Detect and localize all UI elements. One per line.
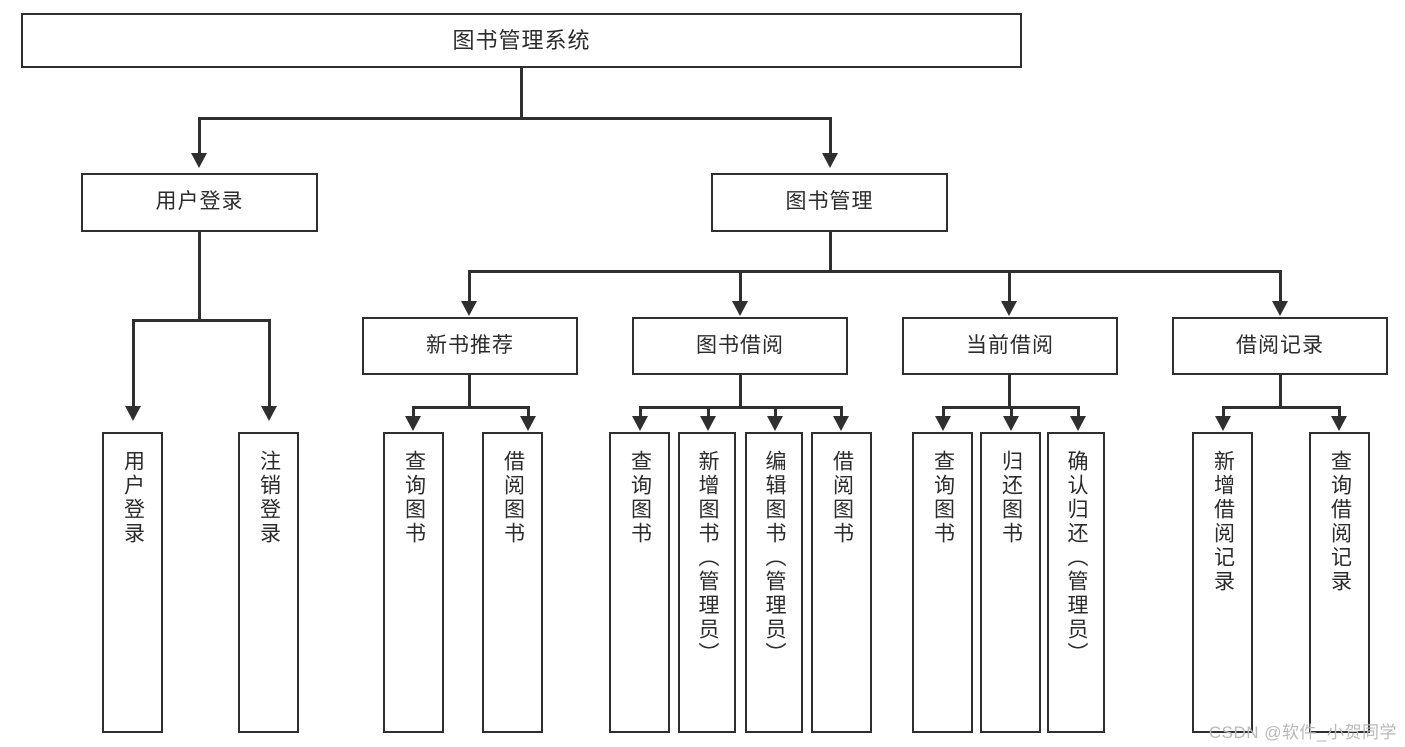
connector-br-to-leaf-1 (1222, 406, 1225, 416)
connector-bm-to-new-book (468, 270, 471, 301)
connector-br-to-leaf-2 (1338, 406, 1341, 416)
arrow-bb-to-leaf-3 (767, 416, 783, 431)
node-label: 注销登录 (257, 450, 281, 546)
node-label: 新书推荐 (426, 333, 514, 357)
leaf-current-borrow-query-book[interactable]: 查询图书 (912, 432, 973, 733)
arrow-new-book-to-leaf-2 (520, 416, 536, 431)
connector-book-borrow-bus (639, 406, 842, 409)
arrow-user-login-to-leaf-2 (261, 406, 277, 421)
arrow-cb-to-leaf-2 (1003, 416, 1019, 431)
node-label: 查询图书 (931, 450, 955, 546)
leaf-new-book-query-book[interactable]: 查询图书 (383, 432, 444, 733)
connector-user-login-to-leaf-2 (268, 319, 271, 406)
node-label: 借阅图书 (830, 450, 854, 546)
connector-book-borrow-stem (739, 375, 742, 408)
arrow-new-book-to-leaf-1 (405, 416, 421, 431)
node-label: 借阅记录 (1236, 333, 1324, 357)
node-borrow-record[interactable]: 借阅记录 (1172, 317, 1388, 375)
arrow-br-to-leaf-1 (1215, 416, 1231, 431)
arrow-bb-to-leaf-4 (833, 416, 849, 431)
connector-new-book-to-leaf-2 (527, 406, 530, 416)
connector-cb-to-leaf-1 (942, 406, 945, 416)
arrow-bm-to-new-book (461, 301, 477, 316)
node-label: 编辑图书（管理员） (763, 450, 787, 666)
connector-bb-to-leaf-3 (774, 406, 777, 416)
arrow-br-to-leaf-2 (1331, 416, 1347, 431)
leaf-new-book-borrow-book[interactable]: 借阅图书 (482, 432, 543, 733)
node-root-book-management-system[interactable]: 图书管理系统 (21, 13, 1022, 68)
connector-borrow-record-bus (1222, 406, 1341, 409)
leaf-book-borrow-query-book[interactable]: 查询图书 (609, 432, 670, 733)
connector-cb-to-leaf-2 (1010, 406, 1013, 416)
arrow-root-to-user-login (191, 153, 207, 168)
connector-root-stem (520, 68, 523, 117)
watermark: CSDN @软件_小贺同学 (1208, 723, 1397, 742)
connector-user-login-bus (132, 319, 271, 322)
connector-bb-to-leaf-1 (639, 406, 642, 416)
node-book-borrow[interactable]: 图书借阅 (632, 317, 848, 375)
node-label: 新增图书（管理员） (696, 450, 720, 666)
connector-root-to-user-login (198, 117, 201, 153)
leaf-book-borrow-add-book-admin[interactable]: 新增图书（管理员） (678, 432, 736, 733)
node-label: 查询图书 (402, 450, 426, 546)
connector-current-borrow-stem (1008, 375, 1011, 408)
node-label: 用户登录 (155, 190, 244, 214)
node-new-book-recommend[interactable]: 新书推荐 (362, 317, 578, 375)
connector-bm-to-current-borrow (1008, 270, 1011, 301)
connector-book-management-bus (468, 270, 1282, 273)
arrow-bm-to-book-borrow (732, 301, 748, 316)
connector-bb-to-leaf-4 (840, 406, 843, 416)
arrow-cb-to-leaf-1 (935, 416, 951, 431)
connector-root-to-book-management (829, 117, 832, 153)
node-label: 图书管理系统 (452, 27, 591, 53)
node-label: 当前借阅 (966, 333, 1054, 357)
node-label: 确认归还（管理员） (1065, 450, 1089, 666)
leaf-user-login-login[interactable]: 用户登录 (102, 432, 163, 733)
leaf-borrow-record-add-record[interactable]: 新增借阅记录 (1192, 432, 1253, 733)
node-label: 图书管理 (785, 190, 874, 214)
connector-root-bus (198, 117, 832, 120)
node-label: 用户登录 (121, 450, 145, 546)
leaf-book-borrow-borrow-book[interactable]: 借阅图书 (811, 432, 872, 733)
connector-user-login-stem (198, 232, 201, 321)
connector-user-login-to-leaf-1 (132, 319, 135, 406)
node-label: 新增借阅记录 (1211, 450, 1235, 594)
arrow-bm-to-current-borrow (1001, 301, 1017, 316)
arrow-bm-to-borrow-record (1272, 301, 1288, 316)
arrow-user-login-to-leaf-1 (125, 406, 141, 421)
arrow-root-to-book-management (822, 153, 838, 168)
node-label: 查询图书 (628, 450, 652, 546)
node-label: 归还图书 (999, 450, 1023, 546)
arrow-cb-to-leaf-3 (1070, 416, 1086, 431)
connector-new-book-stem (468, 375, 471, 408)
connector-new-book-to-leaf-1 (412, 406, 415, 416)
node-user-login[interactable]: 用户登录 (81, 173, 318, 232)
connector-bb-to-leaf-2 (707, 406, 710, 416)
node-book-management[interactable]: 图书管理 (711, 173, 948, 232)
leaf-user-login-logout[interactable]: 注销登录 (238, 432, 299, 733)
node-label: 借阅图书 (501, 450, 525, 546)
arrow-bb-to-leaf-1 (632, 416, 648, 431)
node-label: 图书借阅 (696, 333, 784, 357)
connector-borrow-record-stem (1279, 375, 1282, 408)
leaf-current-borrow-confirm-return-admin[interactable]: 确认归还（管理员） (1047, 432, 1105, 733)
connector-book-management-stem (829, 232, 832, 272)
arrow-bb-to-leaf-2 (700, 416, 716, 431)
connector-new-book-bus (412, 406, 530, 409)
node-label: 查询借阅记录 (1328, 450, 1352, 594)
leaf-borrow-record-query-record[interactable]: 查询借阅记录 (1309, 432, 1370, 733)
connector-cb-to-leaf-3 (1077, 406, 1080, 416)
connector-bm-to-borrow-record (1279, 270, 1282, 301)
leaf-book-borrow-edit-book-admin[interactable]: 编辑图书（管理员） (745, 432, 803, 733)
node-current-borrow[interactable]: 当前借阅 (902, 317, 1118, 375)
leaf-current-borrow-return-book[interactable]: 归还图书 (980, 432, 1041, 733)
connector-bm-to-book-borrow (739, 270, 742, 301)
